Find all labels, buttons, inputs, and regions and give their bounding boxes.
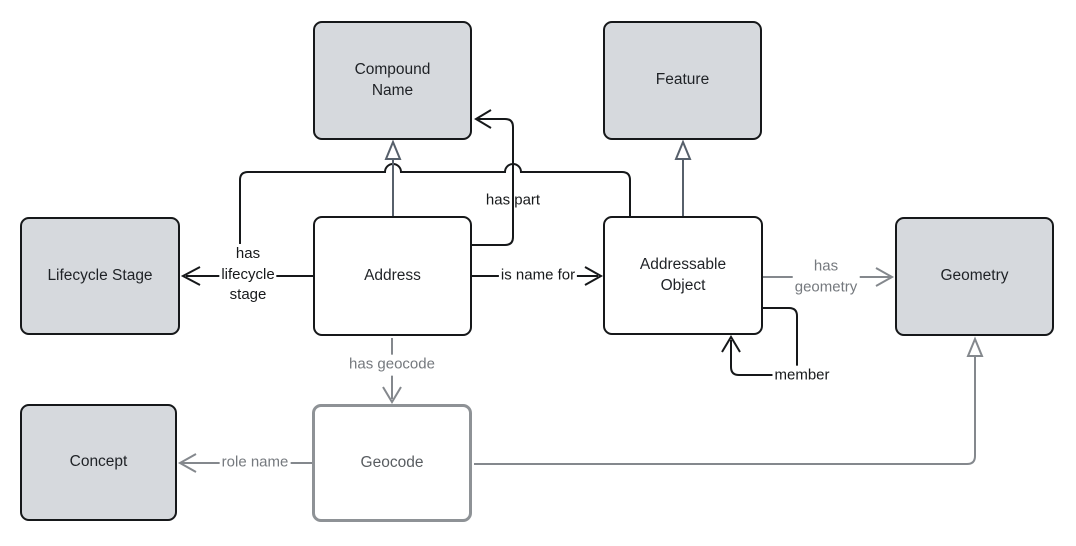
node-geocode: Geocode — [312, 404, 472, 522]
edge-label-has-geocode: has geocode — [347, 354, 437, 376]
edge-label-role-name: role name — [219, 452, 291, 474]
edge-label-has-geometry: has geometry — [792, 256, 860, 298]
node-geometry: Geometry — [895, 217, 1054, 336]
edge-label-has-lifecycle-stage: has lifecycle stage — [219, 243, 277, 307]
edge-has-part — [472, 109, 514, 246]
edge-label-has-part: has part — [485, 191, 541, 209]
edge-subclass-geocode-geometry — [474, 336, 984, 465]
node-addressable-object: Addressable Object — [603, 216, 763, 335]
node-feature: Feature — [603, 21, 762, 140]
edge-subclass-address-compound-name — [384, 139, 402, 216]
edge-label-is-name-for: is name for — [498, 265, 578, 287]
node-address: Address — [313, 216, 472, 336]
node-compound-name: Compound Name — [313, 21, 472, 140]
edge-subclass-addressable-feature — [674, 139, 692, 216]
edge-label-member: member — [772, 365, 832, 387]
node-lifecycle-stage: Lifecycle Stage — [20, 217, 180, 335]
node-concept: Concept — [20, 404, 177, 521]
